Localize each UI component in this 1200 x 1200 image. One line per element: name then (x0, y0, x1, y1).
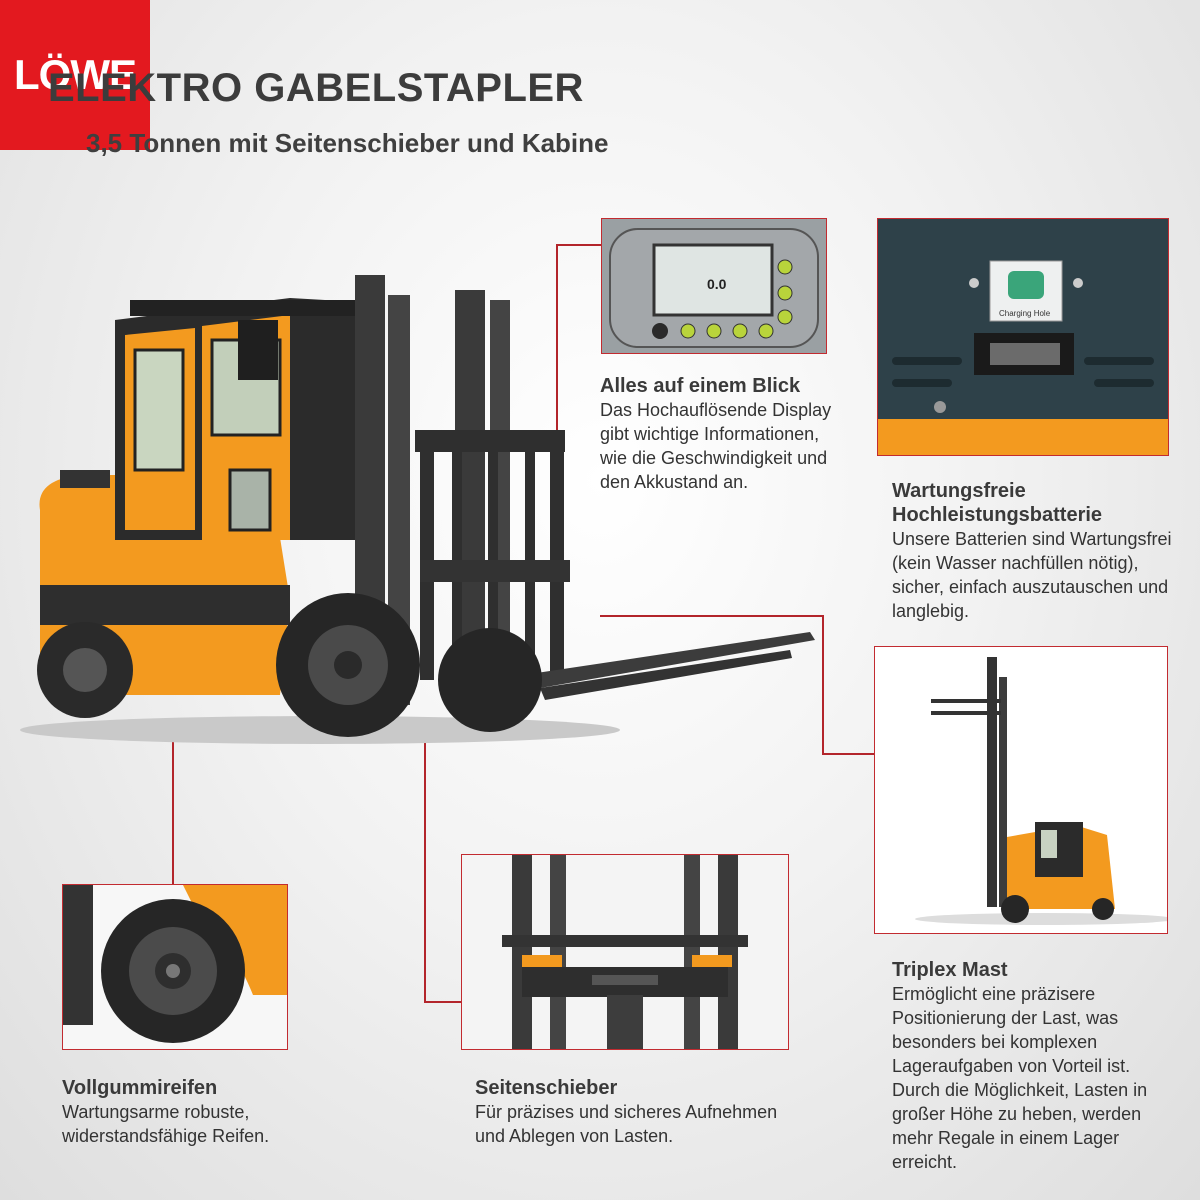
feature-tires-title: Vollgummireifen (62, 1077, 218, 1099)
feature-tires: Vollgummireifen Wartungsarme robuste, wi… (62, 1076, 322, 1148)
feature-sideshift-title: Seitenschieber (475, 1077, 618, 1099)
logo-text: LÖWE (14, 51, 137, 98)
connector-tires (172, 727, 174, 885)
feature-display-title: Alles auf einem Blick (600, 375, 801, 397)
feature-mast: Triplex Mast Ermöglicht eine präzisere P… (892, 958, 1174, 1174)
page-subtitle: 3,5 Tonnen mit Seitenschieber und Kabine (86, 128, 609, 158)
feature-mast-body: Ermöglicht eine präzisere Positionierung… (892, 984, 1148, 1172)
mast-photo (874, 646, 1168, 934)
battery-photo: Charging Hole (877, 218, 1169, 456)
feature-battery: Wartungsfreie Hochleistungsbatterie Unse… (892, 479, 1172, 623)
forklift-image (20, 275, 815, 744)
feature-battery-body: Unsere Batterien sind Wartungsfrei (kein… (892, 529, 1172, 621)
connector-display-top (556, 244, 602, 246)
page-title: ELEKTRO GABELSTAPLER (48, 66, 584, 110)
feature-display-body: Das Hochauflösende Display gibt wichtige… (600, 400, 832, 492)
feature-sideshift: Seitenschieber Für präzises und sicheres… (475, 1076, 795, 1148)
feature-mast-title: Triplex Mast (892, 959, 1008, 981)
display-readout: 0.0 (707, 276, 727, 292)
connector-sideshift-end (424, 1001, 462, 1003)
connector-sideshift (424, 727, 426, 1003)
connector-mast-end (822, 753, 874, 755)
connector-mast (600, 615, 824, 617)
svg-text:Charging Hole: Charging Hole (999, 309, 1051, 318)
display-photo: 0.0 (601, 218, 827, 354)
feature-battery-title: Wartungsfreie Hochleistungsbatterie (892, 480, 1103, 526)
sideshift-photo (461, 854, 789, 1050)
feature-sideshift-body: Für präzises und sicheres Aufnehmen und … (475, 1102, 778, 1146)
brand-logo: LÖWE (0, 0, 150, 150)
connector-display-vertical (556, 244, 558, 432)
feature-display: Alles auf einem Blick Das Hochauflösende… (600, 374, 840, 494)
feature-tires-body: Wartungsarme robuste, widerstandsfähige … (62, 1102, 270, 1146)
connector-mast-vertical (822, 615, 824, 755)
tire-photo (62, 884, 288, 1050)
